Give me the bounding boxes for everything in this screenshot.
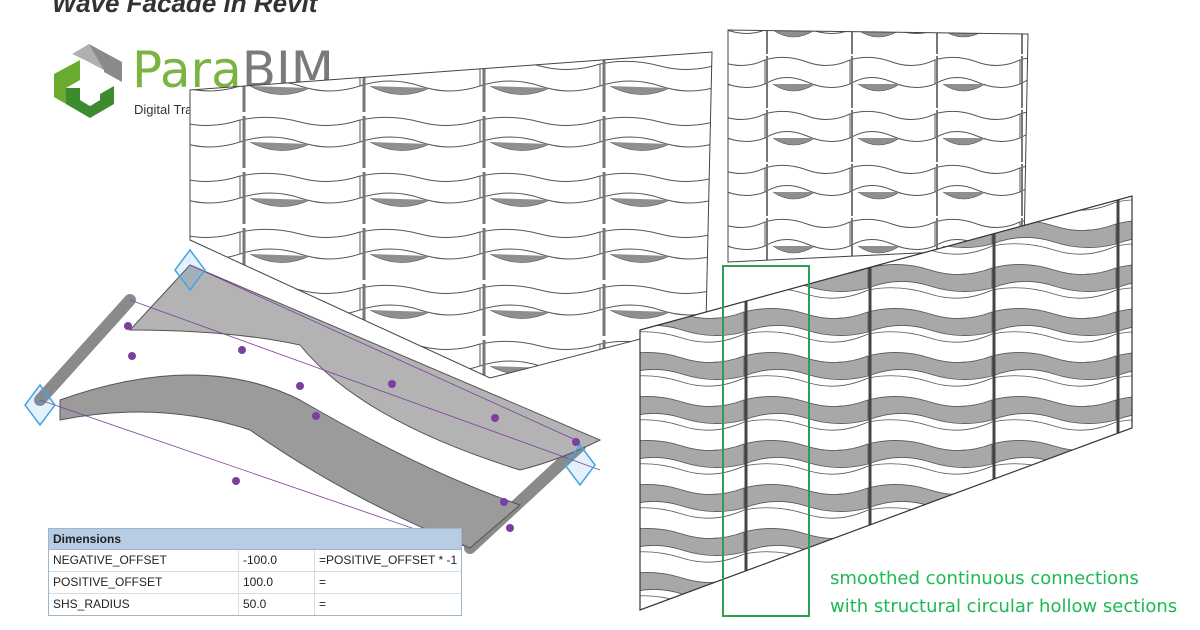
reference-plane-icon xyxy=(564,443,596,487)
caption-line-2: with structural circular hollow sections xyxy=(830,596,1178,617)
parameter-name: POSITIVE_OFFSET xyxy=(49,572,239,593)
wave-facade-upper-right xyxy=(727,29,1029,263)
panel-detail xyxy=(24,248,602,554)
parameter-formula[interactable]: = xyxy=(319,597,327,611)
parameter-name: NEGATIVE_OFFSET xyxy=(49,550,239,571)
parameter-value[interactable]: -100.0 xyxy=(239,550,315,571)
dimensions-table: Dimensions NEGATIVE_OFFSET -100.0 =POSIT… xyxy=(48,528,462,616)
woven-facade xyxy=(639,195,1133,611)
parameter-value[interactable]: 100.0 xyxy=(239,572,315,593)
table-row[interactable]: SHS_RADIUS 50.0 = xyxy=(49,594,461,615)
table-row[interactable]: NEGATIVE_OFFSET -100.0 =POSITIVE_OFFSET … xyxy=(49,550,461,572)
table-row[interactable]: POSITIVE_OFFSET 100.0 = xyxy=(49,572,461,594)
parabim-logo-icon xyxy=(54,44,122,118)
caption-line-1: smoothed continuous connections xyxy=(830,568,1139,589)
reference-plane-icon xyxy=(24,383,56,427)
parameter-value[interactable]: 50.0 xyxy=(239,594,315,615)
reference-plane-icon xyxy=(174,248,206,292)
dimensions-table-header: Dimensions xyxy=(49,529,461,550)
page-title: Wave Facade in Revit xyxy=(52,0,318,18)
highlight-box xyxy=(722,265,810,617)
parameter-formula[interactable]: =POSITIVE_OFFSET * -1 xyxy=(319,553,458,567)
parameter-name: SHS_RADIUS xyxy=(49,594,239,615)
parameter-formula[interactable]: = xyxy=(319,575,327,589)
connection-caption: smoothed continuous connections with str… xyxy=(830,565,1177,621)
wave-facade-upper-left xyxy=(189,51,713,379)
